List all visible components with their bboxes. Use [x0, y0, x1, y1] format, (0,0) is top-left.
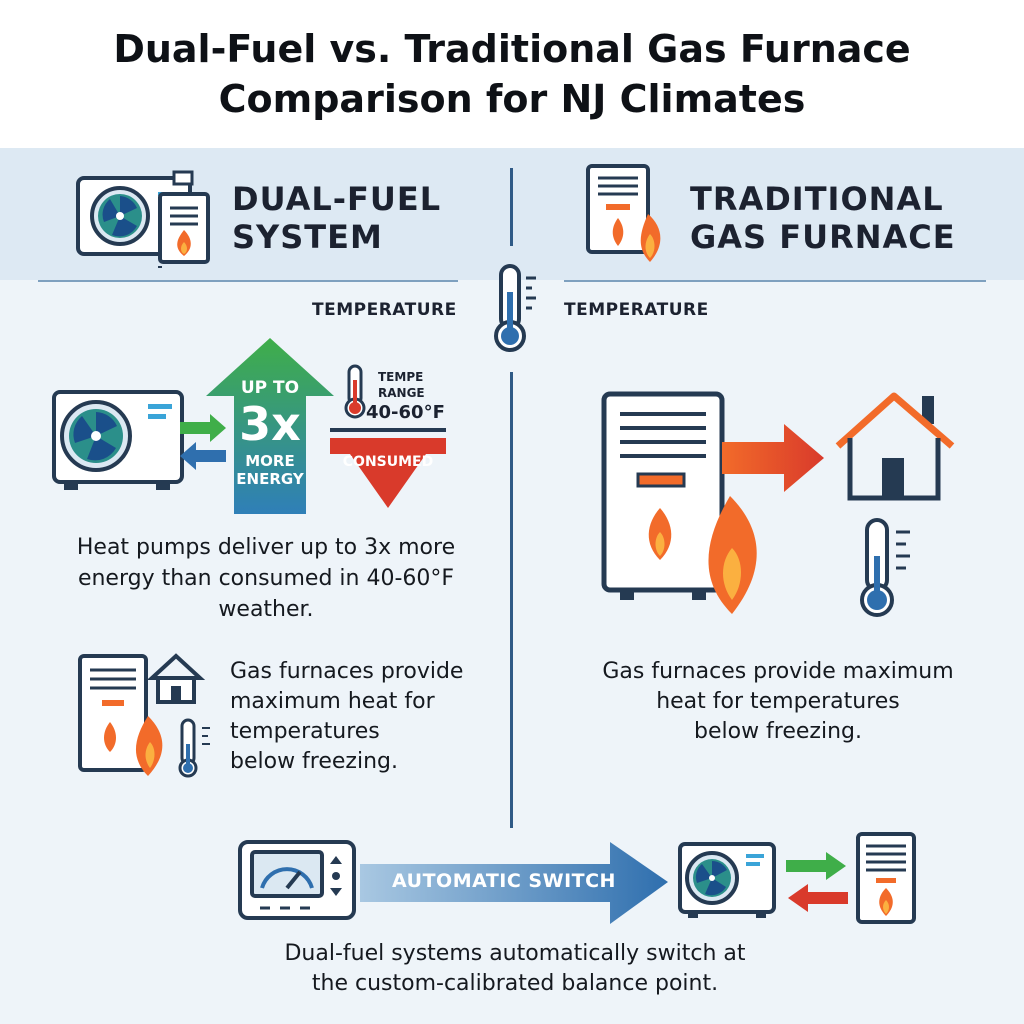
traditional-header-line2: GAS FURNACE — [690, 218, 956, 256]
right-furnace-text-line2: heat for temperatures — [656, 689, 900, 714]
bottom-furnace-icon — [856, 832, 916, 924]
left-furnace-text-line2: maximum heat for — [230, 689, 435, 714]
temp-range-value: 40-60°F — [366, 402, 445, 423]
title-banner: Dual-Fuel vs. Traditional Gas Furnace Co… — [0, 0, 1024, 148]
arrow-more-label: MORE — [245, 452, 295, 470]
arrow-up-to-label: UP TO — [240, 378, 300, 398]
left-temperature-label: TEMPERATURE — [312, 300, 457, 320]
thermostat-icon — [238, 840, 356, 920]
consumed-label: CONSUMED — [342, 454, 434, 470]
bottom-heat-pump-icon — [678, 842, 776, 918]
bottom-caption-line2: the custom-calibrated balance point. — [311, 971, 719, 996]
page-title-line1: Dual-Fuel vs. Traditional Gas Furnace — [113, 27, 911, 71]
heat-pump-description: Heat pumps deliver up to 3x more energy … — [76, 535, 456, 622]
automatic-switch-label: AUTOMATIC SWITCH — [392, 870, 616, 892]
right-furnace-text-line1: Gas furnaces provide maximum — [602, 659, 954, 684]
energy-output-arrow — [206, 338, 334, 514]
left-furnace-text-line3: temperatures — [230, 719, 380, 744]
traditional-header-line1: TRADITIONAL — [690, 180, 944, 218]
gas-furnace-icon — [586, 164, 661, 262]
switch-exchange-arrows-icon — [786, 852, 848, 912]
temp-range-line2: RANGE — [378, 386, 425, 400]
left-furnace-text-line4: below freezing. — [230, 749, 398, 774]
energy-consumed-arrow — [330, 428, 446, 508]
dual-fuel-system-icon — [76, 170, 210, 268]
left-furnace-text-line1: Gas furnaces provide — [230, 659, 464, 684]
right-thermometer-icon — [860, 518, 910, 617]
right-furnace-text-line3: below freezing. — [694, 719, 862, 744]
left-header-rule — [38, 280, 458, 282]
right-header-rule — [564, 280, 986, 282]
arrow-3x-label: 3x — [239, 397, 301, 451]
column-divider-main — [510, 372, 513, 828]
arrow-energy-label: ENERGY — [236, 470, 304, 488]
bottom-caption-line1: Dual-fuel systems automatically switch a… — [284, 941, 746, 966]
right-temperature-label: TEMPERATURE — [564, 300, 709, 320]
exchange-arrows-icon — [180, 414, 226, 470]
dual-fuel-header-line1: DUAL-FUEL — [232, 180, 442, 218]
furnace-house-icon — [78, 653, 210, 778]
dual-fuel-header-line2: SYSTEM — [232, 218, 383, 256]
heat-flow-arrow — [722, 424, 824, 492]
automatic-switch-arrow — [360, 842, 668, 924]
column-divider-top — [510, 168, 513, 246]
thermometer-icon — [494, 264, 536, 352]
temp-range-line1: TEMPE — [378, 370, 424, 384]
heat-pump-icon — [52, 390, 184, 490]
range-thermometer-icon — [344, 364, 366, 419]
large-furnace-icon — [601, 391, 757, 614]
page-title-line2: Comparison for NJ Climates — [218, 77, 806, 121]
house-icon — [835, 392, 955, 501]
